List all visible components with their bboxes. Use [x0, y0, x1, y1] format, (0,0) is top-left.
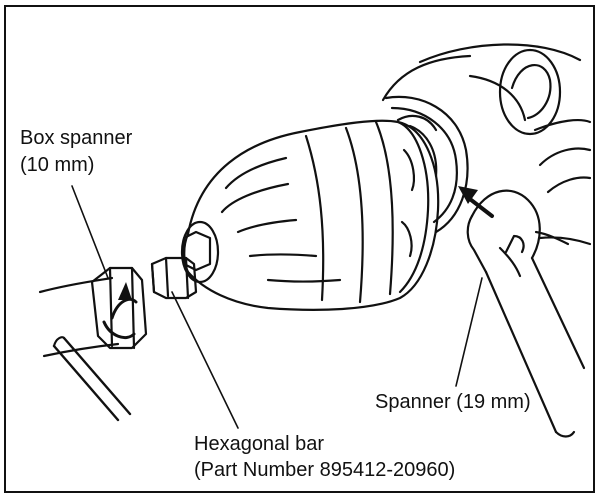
keyless-chuck	[180, 114, 440, 311]
push-arrow-icon	[458, 186, 494, 218]
drill-body	[381, 43, 592, 246]
chuck-collar	[384, 95, 469, 234]
box-spanner	[38, 266, 148, 422]
box-spanner-size-label: (10 mm)	[20, 154, 95, 176]
open-spanner	[466, 189, 586, 438]
leader-lines	[71, 185, 483, 429]
hex-bar-label: Hexagonal bar	[194, 433, 325, 455]
spanner-label: Spanner (19 mm)	[375, 391, 531, 413]
hex-bar-part-number-label: (Part Number 895412-20960)	[194, 459, 456, 481]
rotation-arrow-icon	[102, 282, 138, 339]
leader-spanner	[455, 277, 483, 387]
box-spanner-label: Box spanner	[20, 127, 133, 149]
hexagonal-bar	[150, 256, 198, 300]
leader-box-spanner	[71, 185, 109, 279]
leader-hex-bar	[171, 291, 239, 429]
figure-frame	[4, 5, 595, 493]
